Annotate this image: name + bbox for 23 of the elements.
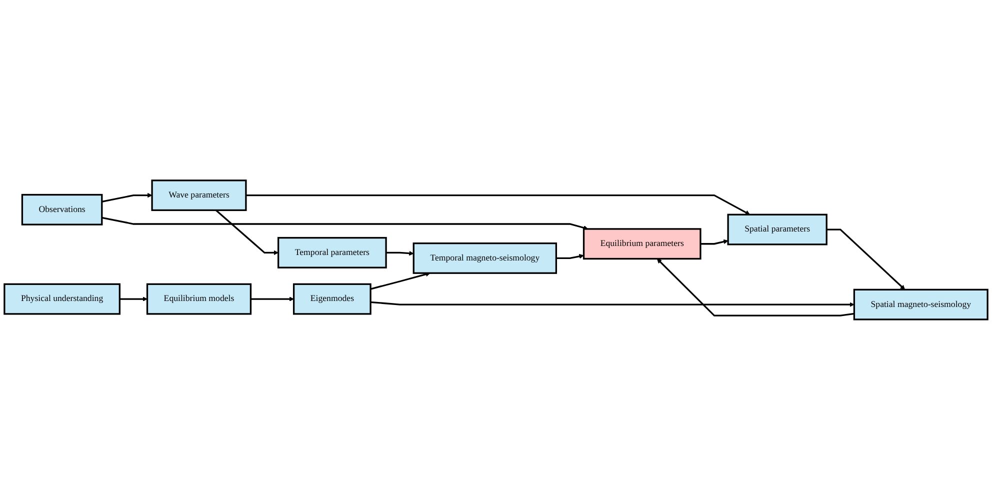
arrow	[386, 250, 414, 256]
node-box: Temporal magneto-seismology	[412, 242, 558, 274]
node-box: Temporal parameters	[277, 237, 387, 268]
arrow	[246, 194, 750, 215]
node-box: Equilibrium parameters	[582, 228, 702, 260]
arrow	[656, 258, 854, 316]
node-box: Eigenmodes	[292, 283, 372, 315]
arrow	[250, 296, 294, 302]
node-box: Physical understanding	[4, 283, 120, 315]
node-box: Spatial parameters	[727, 214, 828, 246]
node-box: Observations	[21, 194, 103, 226]
node-box: Equilibrium models	[146, 283, 252, 315]
arrow	[556, 254, 584, 260]
arrow	[102, 192, 152, 203]
arrow	[120, 296, 148, 302]
arrow	[700, 239, 728, 245]
node-box: Wave parameters	[151, 180, 247, 212]
arrow	[370, 301, 854, 308]
arrow	[102, 216, 588, 230]
arrow	[370, 272, 430, 290]
node-box: Spatial magneto-seismology	[853, 288, 988, 320]
arrow	[215, 210, 279, 256]
arrow	[826, 228, 906, 290]
